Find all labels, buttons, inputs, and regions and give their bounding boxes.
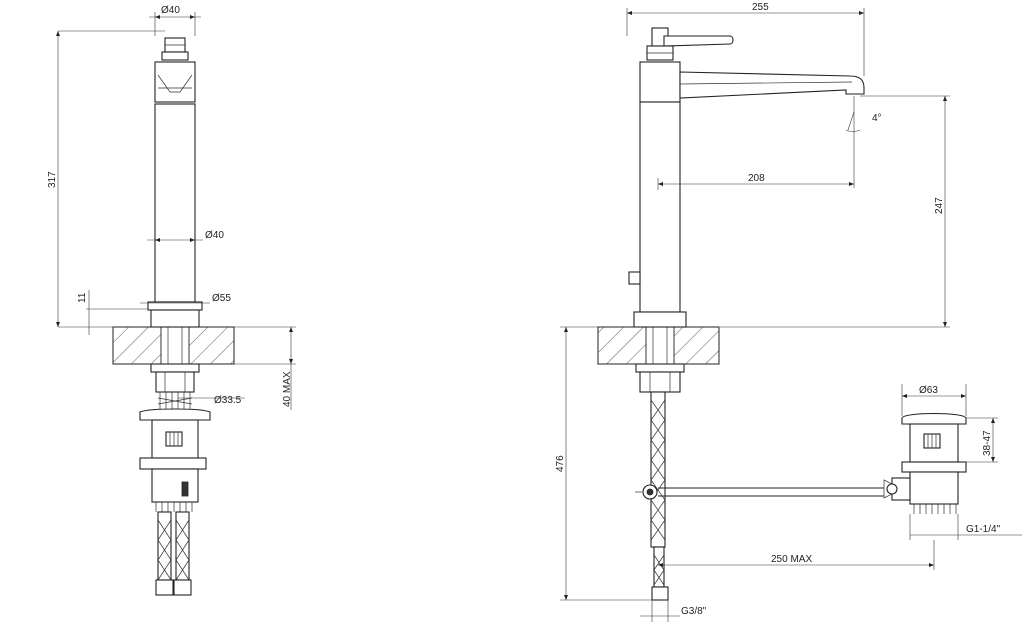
side-spout-angle-label: 4° <box>872 113 882 124</box>
side-fixing <box>635 363 685 601</box>
front-base-diameter-label: Ø55 <box>212 293 231 304</box>
side-countertop <box>597 326 720 365</box>
waste-assembly <box>883 413 967 514</box>
front-body-diameter-label: Ø40 <box>205 230 224 241</box>
side-spout-reach-label: 208 <box>748 173 765 184</box>
side-view <box>560 8 1022 622</box>
waste-range-label: 38-47 <box>982 430 993 456</box>
front-tap-body <box>147 37 203 328</box>
front-max-deck-label: 40 MAX <box>282 371 293 407</box>
side-tap-body <box>628 27 865 328</box>
front-height-label: 317 <box>47 171 58 188</box>
side-overall-reach-label: 255 <box>752 2 769 13</box>
side-total-height-label: 476 <box>555 455 566 472</box>
front-hoses <box>155 511 192 596</box>
front-countertop <box>112 326 235 365</box>
waste-rod-length-label: 250 MAX <box>771 554 812 565</box>
front-view <box>56 12 296 596</box>
front-base-thickness-label: 11 <box>77 292 88 303</box>
side-hose-thread-label: G3/8" <box>681 606 707 617</box>
front-fixing <box>139 363 211 512</box>
side-popup-rod <box>658 487 884 497</box>
side-spout-height-label: 247 <box>934 197 945 214</box>
front-top-diameter-label: Ø40 <box>161 5 180 16</box>
front-dimensions <box>56 12 296 410</box>
side-dimensions <box>560 8 1022 622</box>
waste-plug-diameter-label: Ø63 <box>919 385 938 396</box>
front-shank-diameter-label: Ø33.5 <box>214 395 242 406</box>
waste-thread-label: G1-1/4" <box>966 524 1001 535</box>
